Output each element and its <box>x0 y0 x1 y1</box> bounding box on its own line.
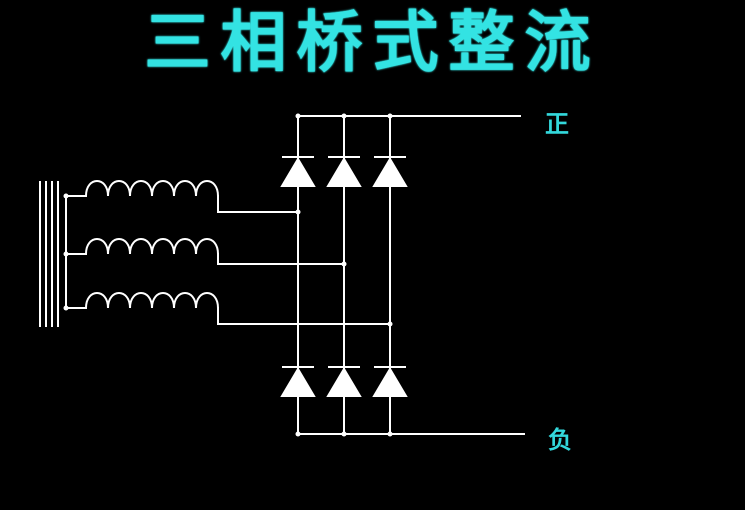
diode-upper-3 <box>372 156 408 187</box>
diode-lower-1 <box>280 366 316 397</box>
diagram-title: 三相桥式整流 <box>144 4 601 81</box>
negative-terminal-label: 负 <box>548 426 572 454</box>
winding-c <box>65 292 391 325</box>
winding-b <box>65 238 345 265</box>
diode-upper-2 <box>326 156 362 187</box>
diode-lower-3 <box>372 366 408 397</box>
transformer-core <box>39 181 59 327</box>
winding-a <box>65 180 299 213</box>
junction-dots <box>63 113 393 437</box>
diode-lower-2 <box>326 366 362 397</box>
diode-upper-1 <box>280 156 316 187</box>
positive-terminal-label: 正 <box>545 110 569 138</box>
